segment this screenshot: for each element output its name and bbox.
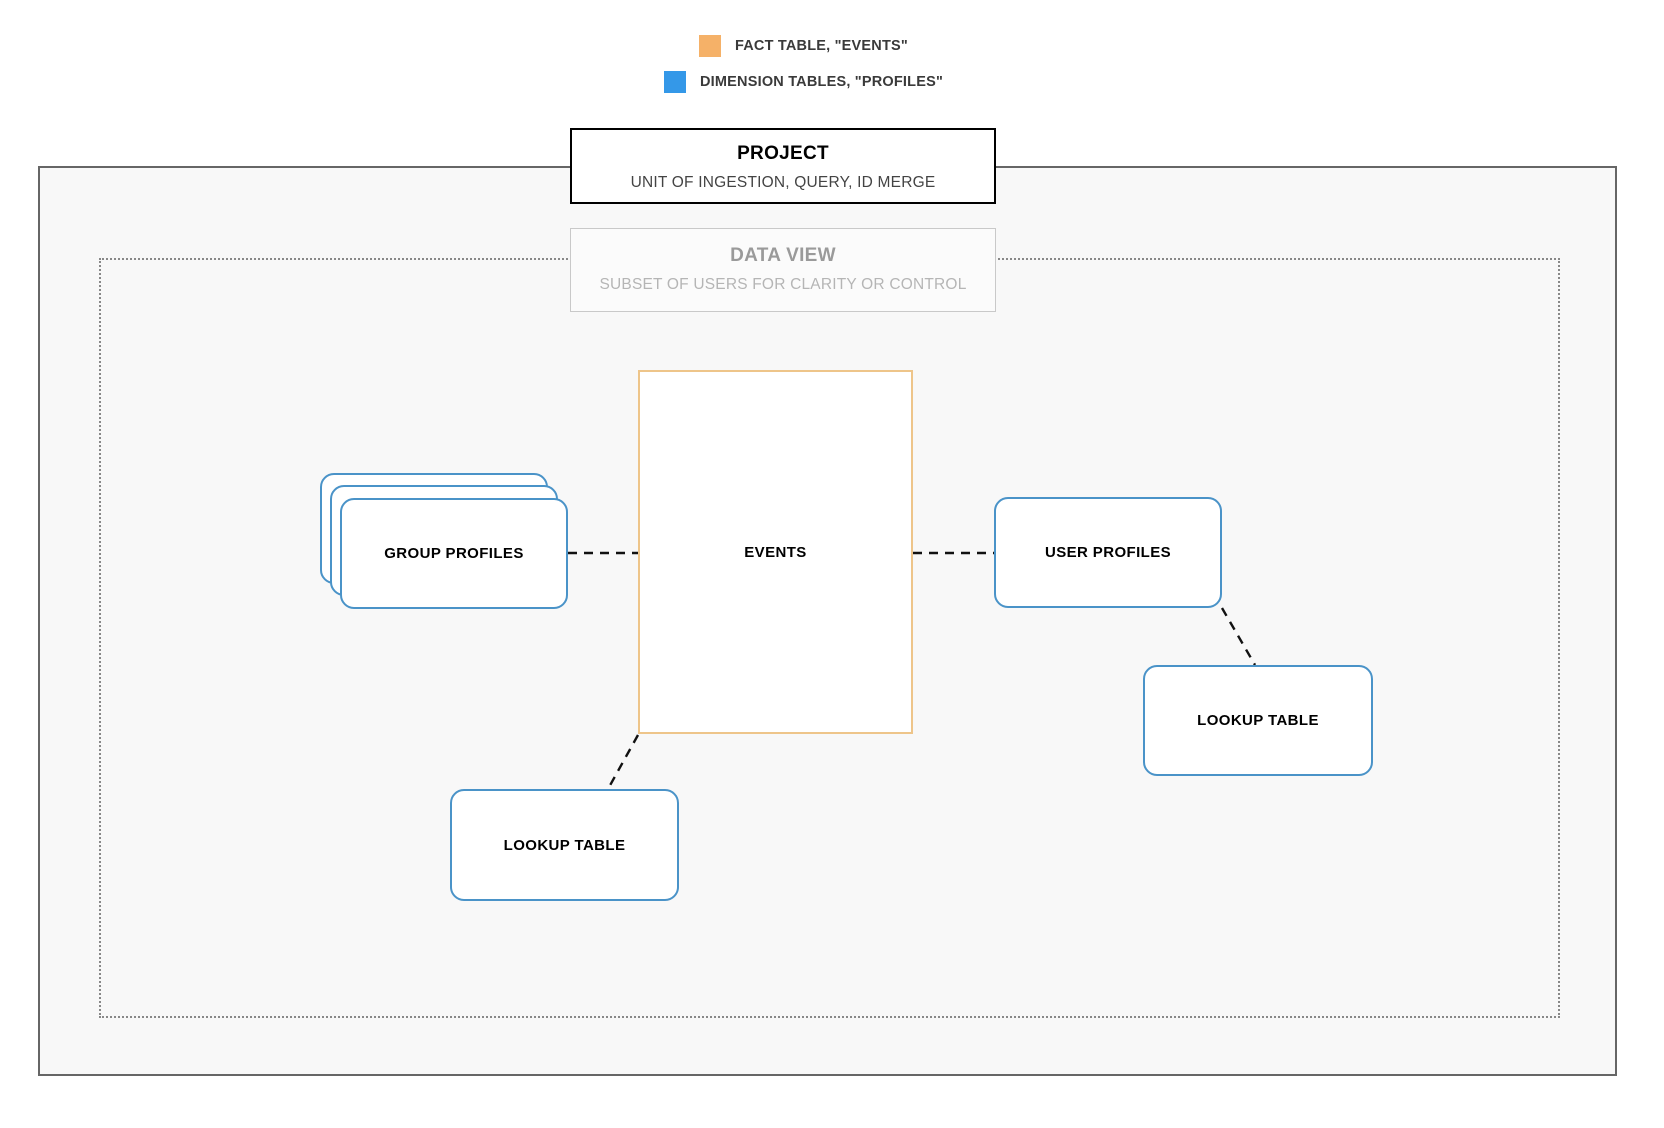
legend-label-fact-table: FACT TABLE, "EVENTS" [735,38,908,54]
node-lookup-table-right[interactable]: LOOKUP TABLE [1143,665,1373,776]
data-view-header-box: DATA VIEW SUBSET OF USERS FOR CLARITY OR… [570,228,996,312]
project-subtitle: UNIT OF INGESTION, QUERY, ID MERGE [630,173,936,191]
node-lookup-table-right-label: LOOKUP TABLE [1197,712,1319,729]
square-swatch-icon [664,71,686,93]
node-events-label: EVENTS [744,543,807,561]
node-group-profiles-stack-front[interactable]: GROUP PROFILES [340,498,568,609]
project-header-box: PROJECT UNIT OF INGESTION, QUERY, ID MER… [570,128,996,204]
node-events[interactable]: EVENTS [638,370,913,734]
legend-label-dimension-tables: DIMENSION TABLES, "PROFILES" [700,74,944,90]
square-swatch-icon [699,35,721,57]
node-group-profiles[interactable]: GROUP PROFILES [320,473,568,609]
project-title: PROJECT [737,143,829,164]
node-lookup-table-bottom[interactable]: LOOKUP TABLE [450,789,679,901]
node-user-profiles[interactable]: USER PROFILES [994,497,1222,608]
data-view-subtitle: SUBSET OF USERS FOR CLARITY OR CONTROL [599,275,967,293]
data-view-title: DATA VIEW [730,245,836,266]
legend-item-fact-table: FACT TABLE, "EVENTS" [699,35,908,57]
node-group-profiles-label: GROUP PROFILES [384,545,524,562]
node-user-profiles-label: USER PROFILES [1044,544,1172,561]
legend-item-dimension-tables: DIMENSION TABLES, "PROFILES" [664,71,943,93]
node-lookup-table-bottom-label: LOOKUP TABLE [503,836,626,854]
